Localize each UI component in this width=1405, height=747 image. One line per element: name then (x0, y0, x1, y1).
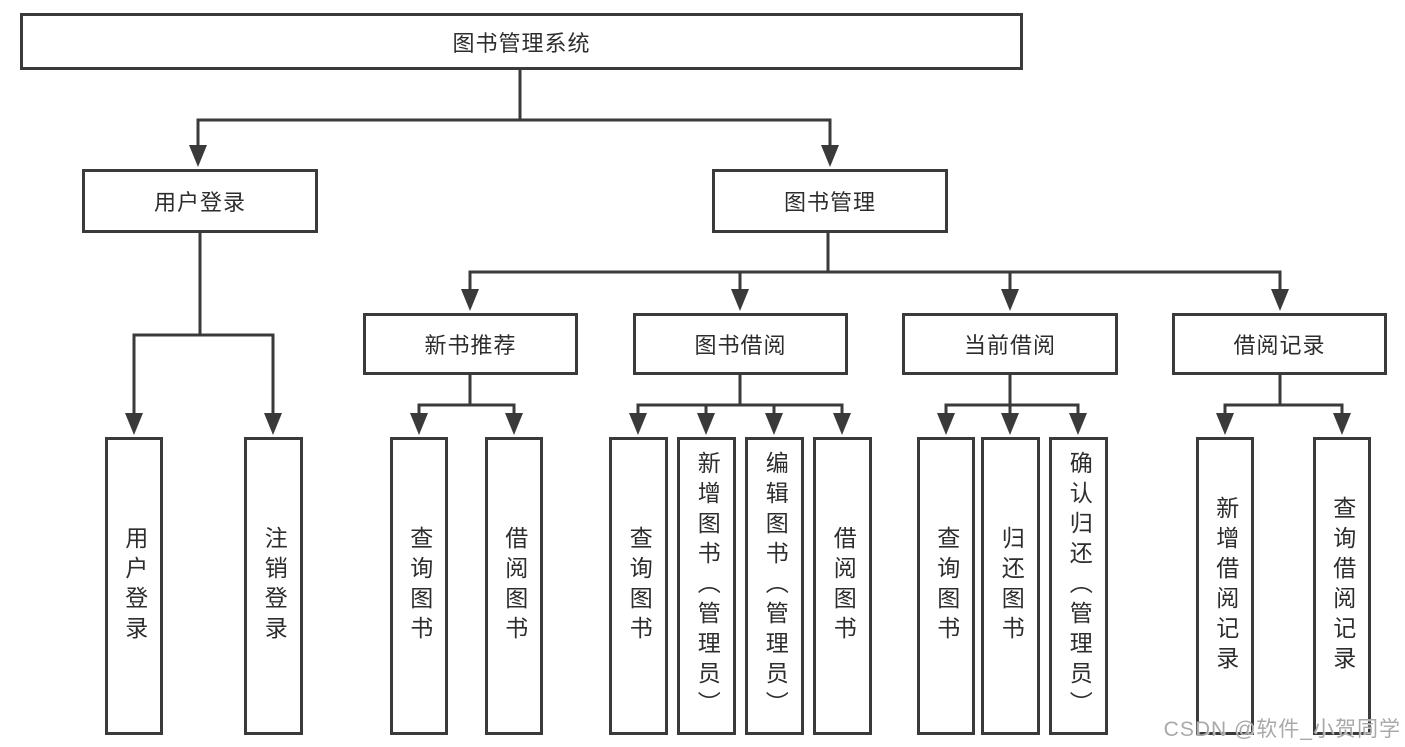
node-label: 用户登录 (153, 190, 246, 215)
node-label: 查询图书 (406, 526, 433, 646)
node-return-books: 归还图书 (981, 437, 1040, 735)
node-book-borrow: 图书借阅 (633, 313, 848, 375)
node-add-borrow-record: 新增借阅记录 (1196, 437, 1254, 735)
node-borrow-books-recommend: 借阅图书 (485, 437, 543, 735)
watermark-text: CSDN @软件_小贺同学 (1163, 718, 1401, 741)
node-query-books-current: 查询图书 (917, 437, 975, 735)
node-book-management: 图书管理 (712, 169, 948, 233)
node-library-management-system: 图书管理系统 (20, 13, 1023, 70)
node-label: 编辑图书（管理员） (762, 451, 789, 721)
node-label: 借阅图书 (501, 526, 528, 646)
node-label: 查询图书 (933, 526, 960, 646)
node-label: 借阅记录 (1233, 333, 1326, 358)
node-label: 查询图书 (626, 526, 653, 646)
node-borrow-books-leaf: 借阅图书 (813, 437, 872, 735)
node-label: 图书管理系统 (452, 30, 591, 56)
node-label: 新增图书（管理员） (694, 451, 721, 721)
node-query-books-borrow: 查询图书 (609, 437, 668, 735)
node-edit-books-admin: 编辑图书（管理员） (745, 437, 804, 735)
node-user-login: 用户登录 (82, 169, 318, 233)
node-user-login-leaf: 用户登录 (105, 437, 163, 735)
node-label: 注销登录 (261, 526, 288, 646)
node-label: 归还图书 (998, 526, 1025, 646)
node-label: 确认归还（管理员） (1066, 451, 1093, 721)
node-label: 图书管理 (783, 190, 876, 215)
node-borrow-records: 借阅记录 (1172, 313, 1387, 375)
node-add-books-admin: 新增图书（管理员） (677, 437, 736, 735)
node-query-borrow-record: 查询借阅记录 (1313, 437, 1371, 735)
node-label: 图书借阅 (694, 333, 787, 358)
node-label: 查询借阅记录 (1329, 496, 1356, 676)
node-label: 借阅图书 (830, 526, 857, 646)
node-new-book-recommend: 新书推荐 (363, 313, 578, 375)
node-query-books-recommend: 查询图书 (390, 437, 448, 735)
node-confirm-return-admin: 确认归还（管理员） (1049, 437, 1108, 735)
node-label: 新增借阅记录 (1212, 496, 1239, 676)
node-current-borrow: 当前借阅 (902, 313, 1118, 375)
node-label: 当前借阅 (963, 333, 1056, 358)
node-label: 用户登录 (121, 526, 148, 646)
node-label: 新书推荐 (424, 333, 517, 358)
node-logout: 注销登录 (244, 437, 303, 735)
